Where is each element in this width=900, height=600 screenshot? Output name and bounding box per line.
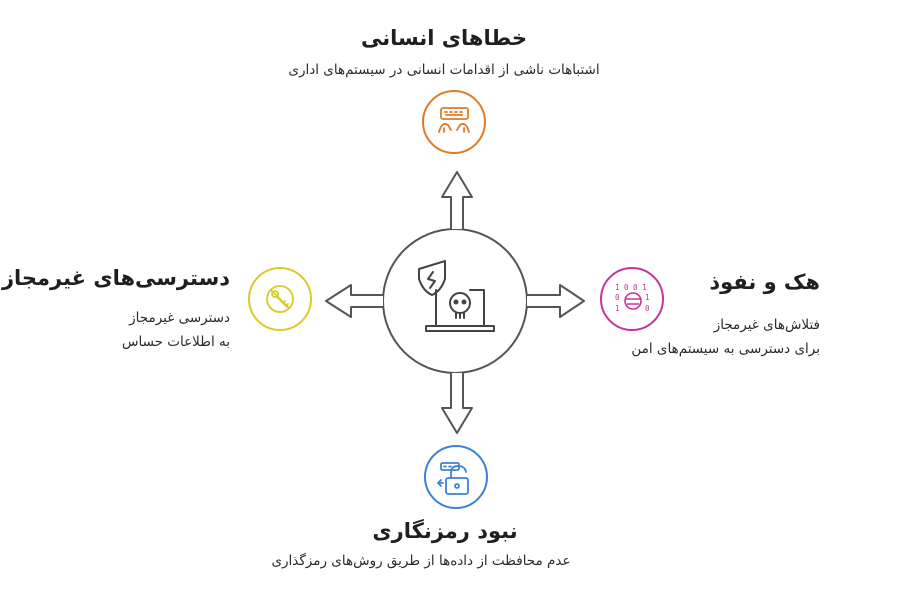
node-left-desc-line1: دسترسی غیرمجاز bbox=[129, 310, 230, 326]
node-right-desc-line2: برای دسترسی به سیستم‌های امن bbox=[631, 341, 820, 357]
svg-text:0: 0 bbox=[615, 293, 620, 302]
svg-text:0: 0 bbox=[645, 304, 650, 313]
node-bottom-title: نبود رمزنگاری bbox=[372, 519, 518, 543]
node-left-desc-line2: به اطلاعات حساس bbox=[122, 334, 230, 350]
arrow-left bbox=[325, 284, 383, 318]
svg-text:1: 1 bbox=[615, 304, 620, 313]
security-breach-laptop-icon bbox=[418, 260, 495, 332]
node-top-title: خطاهای انسانی bbox=[361, 26, 527, 50]
node-right-desc-line1: فتلاش‌های غیرمجاز bbox=[713, 317, 820, 333]
node-bottom-circle bbox=[424, 445, 488, 509]
arrow-up bbox=[441, 171, 473, 229]
node-bottom-desc: عدم محافظت از داده‌ها از طریق روش‌های رم… bbox=[271, 553, 571, 569]
node-right-title: هک و نفوذ bbox=[709, 270, 820, 294]
svg-text:1 0 0 1: 1 0 0 1 bbox=[615, 283, 647, 292]
typing-hands-icon bbox=[438, 107, 470, 133]
binary-hacker-icon: 1 0 0 1 0 1 1 0 bbox=[615, 283, 650, 313]
svg-text:1: 1 bbox=[645, 293, 650, 302]
forbidden-key-icon bbox=[266, 285, 294, 313]
arrow-down bbox=[441, 373, 473, 434]
node-top-circle bbox=[422, 90, 486, 154]
unlocked-padlock-icon bbox=[437, 462, 469, 495]
node-top-desc: اشتباهات ناشی از اقدامات انسانی در سیستم… bbox=[288, 62, 600, 78]
node-left-title: دسترسی‌های غیرمجاز bbox=[1, 266, 230, 290]
arrow-right bbox=[527, 284, 585, 318]
